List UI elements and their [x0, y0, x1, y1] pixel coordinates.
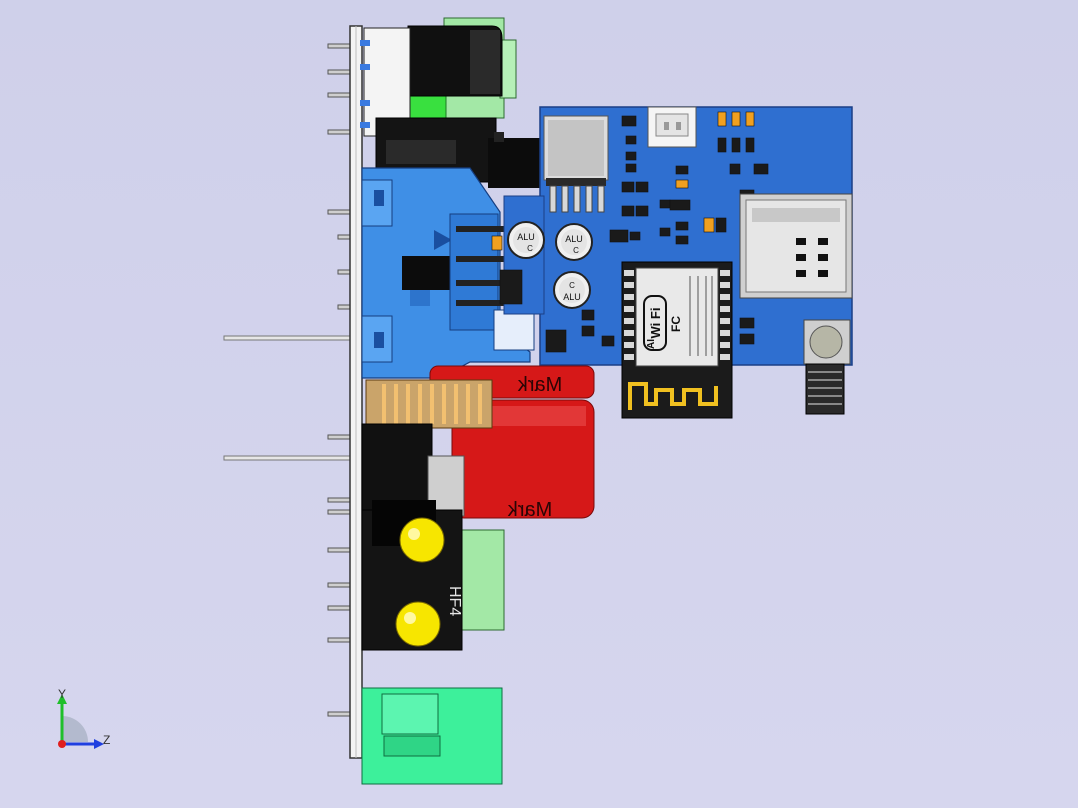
cap-brand-1: Mark	[517, 374, 562, 396]
cap-3-sub: C	[569, 281, 575, 290]
bottom-terminal-block	[361, 687, 503, 785]
module-brand: AI	[646, 339, 657, 349]
cap-3-label: ALU	[563, 292, 581, 302]
fcc-mark: FC	[669, 316, 683, 332]
sma-antenna-connector	[803, 319, 851, 415]
relay-label: HF4	[446, 586, 463, 616]
axis-triad: Y Z	[57, 687, 110, 749]
y-axis-label: Y	[58, 687, 66, 701]
black-connector	[375, 117, 542, 188]
esp-wifi-module: Wi Fi FC AI	[621, 261, 733, 419]
jst-connector	[647, 106, 697, 148]
cap-2-label: ALU	[565, 234, 583, 244]
z-axis-label: Z	[103, 733, 110, 747]
cap-2-sub: C	[573, 246, 579, 255]
yellow-leds	[395, 517, 445, 647]
toroid-coil	[365, 379, 493, 429]
long-leads	[223, 335, 353, 461]
cap-1-sub: C	[527, 244, 533, 253]
sd-card-holder	[739, 193, 853, 299]
front-panel-pins	[327, 43, 353, 717]
voltage-regulator	[543, 115, 609, 213]
dc-jack	[360, 25, 503, 137]
cap-1-label: ALU	[517, 232, 535, 242]
electrolytic-capacitors: ALU C ALU C C ALU	[507, 221, 593, 309]
wifi-logo-text: Wi Fi	[648, 308, 663, 339]
cap-brand-2: Mark	[507, 499, 552, 521]
blue-connector	[361, 167, 535, 379]
side-terminal-block	[461, 529, 505, 631]
